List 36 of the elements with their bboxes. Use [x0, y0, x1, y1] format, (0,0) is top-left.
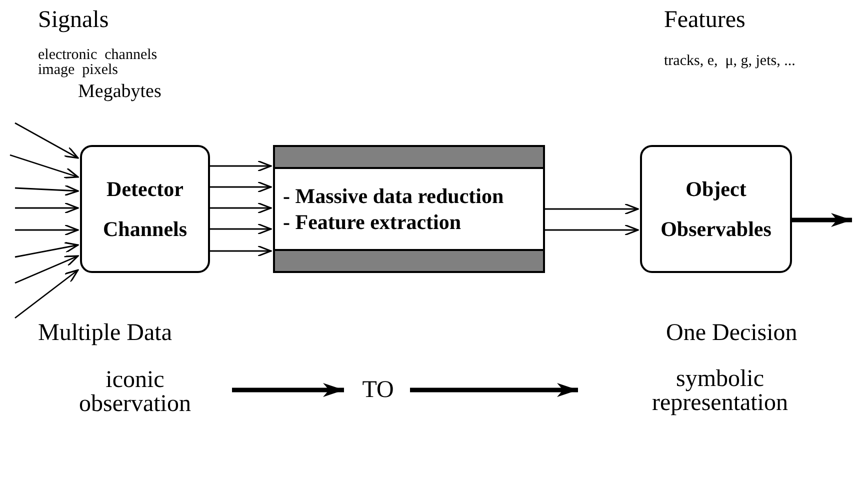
arrow [792, 213, 852, 227]
arrow [210, 181, 272, 193]
label: Multiple Data [38, 319, 172, 348]
arrow [15, 202, 79, 214]
arrow [10, 154, 79, 178]
node-text: - Feature extraction [282, 209, 462, 235]
label: Features [664, 6, 746, 35]
arrow [210, 245, 272, 257]
process-box [80, 145, 210, 273]
node-text: - Massive data reduction [282, 183, 505, 209]
arrow [545, 203, 639, 215]
arrow [14, 122, 79, 159]
process-box [640, 145, 792, 273]
arrow [15, 224, 79, 236]
node-text: Object Observables [660, 176, 772, 243]
label: Signals [38, 6, 109, 35]
arrow [545, 224, 639, 236]
label: Megabytes [78, 80, 162, 104]
arrow [14, 269, 79, 319]
arrow [210, 202, 272, 214]
node-text: iconic observation [78, 368, 192, 416]
arrow [14, 242, 79, 258]
label: tracks, e, μ, g, jets, ... [664, 52, 796, 71]
node-text: symbolic representation [651, 367, 789, 415]
arrow [210, 160, 272, 172]
label: electronic channels [38, 46, 158, 64]
label: image pixels [38, 61, 118, 80]
arrow [14, 255, 79, 284]
arrow [410, 383, 578, 397]
arrow [232, 383, 344, 397]
node-text: Detector Channels [102, 176, 188, 243]
node-text: TO [361, 378, 395, 402]
label: One Decision [666, 319, 798, 348]
arrow [210, 223, 272, 235]
arrow [14, 184, 79, 196]
process-box [273, 145, 545, 273]
